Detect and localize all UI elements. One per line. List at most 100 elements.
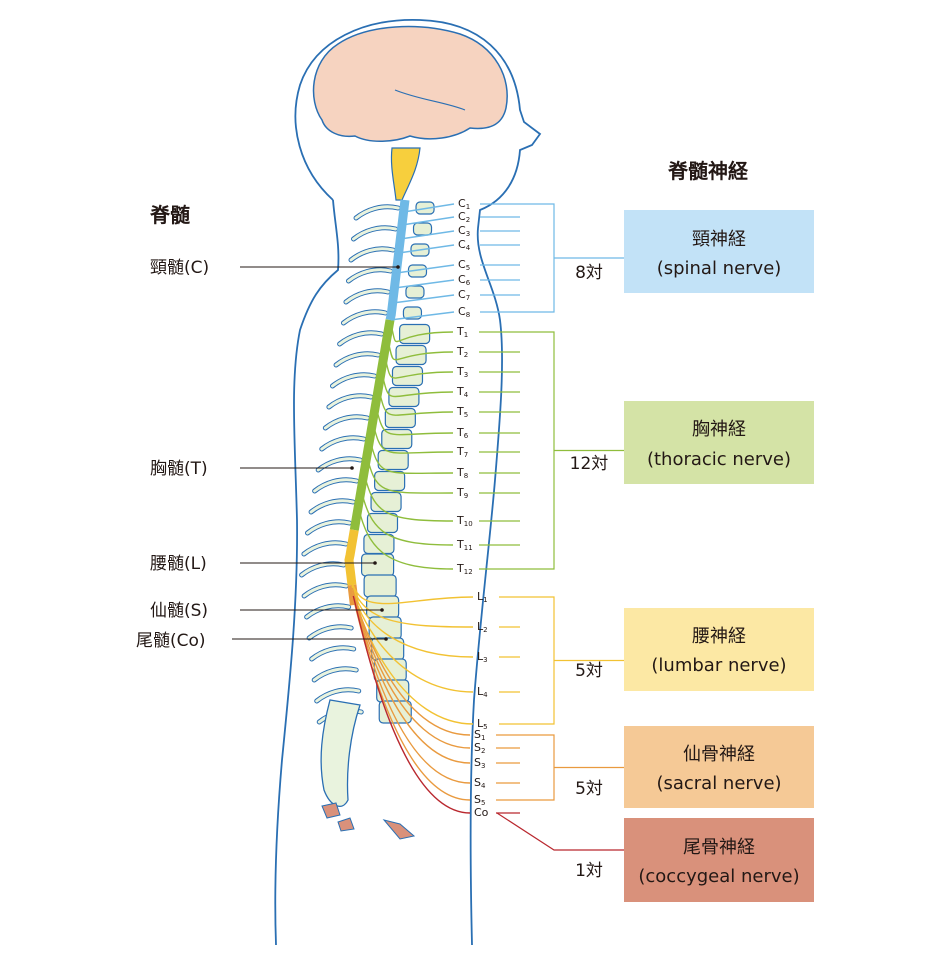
spinous-process-fill (330, 373, 376, 388)
svg-text:胸髄(T): 胸髄(T) (150, 459, 208, 479)
spinous-process-fill (344, 289, 390, 304)
spinous-process-fill (341, 310, 387, 325)
group-name-ja: 胸神経 (692, 419, 746, 440)
nerve-T9 (366, 455, 454, 494)
vertebral-body (412, 222, 433, 236)
spinous-process-fill (315, 688, 361, 703)
pair-count-cervical: 8対 (575, 263, 603, 283)
bracket-sacral (520, 734, 624, 801)
group-name-en: (coccygeal nerve) (638, 866, 799, 887)
svg-text:仙髄(S): 仙髄(S) (150, 601, 208, 621)
spinous-process-fill (305, 520, 351, 535)
nerve-Co (352, 595, 471, 814)
group-box-thoracic: 胸神経 (thoracic nerve) (624, 401, 814, 484)
nerve-C2 (401, 216, 455, 226)
vertebral-body (384, 407, 416, 429)
coccyx-bone-3 (382, 819, 416, 840)
vertebral-body (377, 449, 409, 471)
cord-segment-cervical (385, 199, 410, 322)
spinous-process-fill (346, 268, 392, 283)
segment-label-T4: T4 (456, 385, 469, 399)
vertebral-body (395, 344, 427, 366)
spinous-process-fill (302, 583, 348, 598)
spinous-process-fill (305, 604, 351, 619)
vertebral-body (366, 512, 399, 534)
segment-label-T10: T10 (456, 514, 473, 528)
brainstem (390, 147, 421, 201)
nerve-T8 (369, 438, 454, 474)
group-box-coccygeal: 尾骨神経 (coccygeal nerve) (624, 818, 814, 902)
group-name-en: (thoracic nerve) (647, 449, 791, 470)
spinal-nerves-title: 脊髄神経 (667, 159, 749, 183)
nerve-C6 (394, 279, 455, 289)
group-box-lumbar: 腰神経 (lumbar nerve) (624, 608, 814, 691)
pair-count-coccygeal: 1対 (575, 861, 603, 881)
segment-label-T11: T11 (456, 538, 473, 552)
spinous-process-fill (338, 331, 384, 346)
segment-label-C8: C8 (458, 305, 470, 319)
segment-label-L2: L2 (477, 620, 488, 634)
nerve-T11 (360, 489, 454, 546)
segment-label-T1: T1 (456, 325, 468, 339)
region-cervical: 頸髄(C) (150, 258, 400, 278)
spinous-process-fill (327, 394, 373, 409)
nerve-C1 (403, 203, 455, 213)
segment-label-Co: Co (474, 806, 489, 819)
region-coccygeal: 尾髄(Co) (136, 631, 388, 651)
vertebral-body (366, 595, 400, 619)
region-thoracic: 胸髄(T) (150, 459, 354, 479)
spinous-processes (299, 204, 401, 725)
group-name-ja: 仙骨神経 (683, 744, 755, 765)
nerve-T7 (371, 421, 454, 454)
body-outline (274, 19, 542, 946)
vertebral-body (363, 533, 395, 555)
segment-label-L4: L4 (477, 685, 488, 699)
brain-fold (394, 89, 466, 111)
group-box-cervical: 頸神経 (spinal nerve) (624, 210, 814, 293)
segment-label-C6: C6 (458, 273, 471, 287)
sacrum-bone (320, 699, 361, 807)
region-sacral: 仙髄(S) (150, 601, 384, 621)
svg-text:尾髄(Co): 尾髄(Co) (136, 631, 206, 651)
nerve-T4 (380, 370, 454, 398)
spinous-process-fill (320, 436, 366, 451)
nerve-S1 (351, 587, 471, 736)
segment-label-T6: T6 (456, 426, 469, 440)
nerve-T5 (377, 387, 454, 416)
pair-count-sacral: 5対 (575, 779, 603, 799)
pair-count-lumbar: 5対 (575, 661, 603, 681)
nerve-C4 (398, 244, 455, 254)
spinous-process-fill (313, 478, 359, 493)
spinous-process-fill (300, 562, 346, 577)
segment-label-S4: S4 (474, 776, 486, 790)
segment-label-S5: S5 (474, 793, 485, 807)
nerve-C5 (396, 264, 455, 274)
vertebral-body (374, 470, 406, 492)
bracket-coccygeal (496, 812, 624, 851)
segment-label-C1: C1 (458, 197, 470, 211)
bracket-cervical (520, 203, 624, 313)
cord-segment-lumbar (344, 529, 359, 586)
segment-label-T9: T9 (456, 486, 468, 500)
spinal-cord-title: 脊髄 (149, 203, 190, 227)
segment-label-T8: T8 (456, 466, 468, 480)
nerve-C8 (389, 311, 455, 321)
segment-label-T5: T5 (456, 405, 468, 419)
nerve-L2 (351, 582, 474, 628)
segment-label-C5: C5 (458, 258, 470, 272)
spinous-process-fill (349, 247, 395, 262)
segment-label-L5: L5 (477, 717, 488, 731)
group-name-ja: 尾骨神経 (683, 837, 755, 858)
vertebral-body (405, 285, 425, 299)
spinous-process-fill (309, 499, 355, 514)
segment-label-S2: S2 (474, 741, 485, 755)
bracket-thoracic (520, 331, 624, 570)
segment-label-C3: C3 (458, 224, 470, 238)
nerve-L1 (350, 579, 474, 605)
nerve-T1 (389, 319, 454, 343)
spinous-process-fill (307, 625, 353, 640)
group-name-en: (lumbar nerve) (651, 655, 786, 676)
nerve-T6 (374, 404, 454, 436)
svg-text:腰髄(L): 腰髄(L) (150, 554, 207, 574)
